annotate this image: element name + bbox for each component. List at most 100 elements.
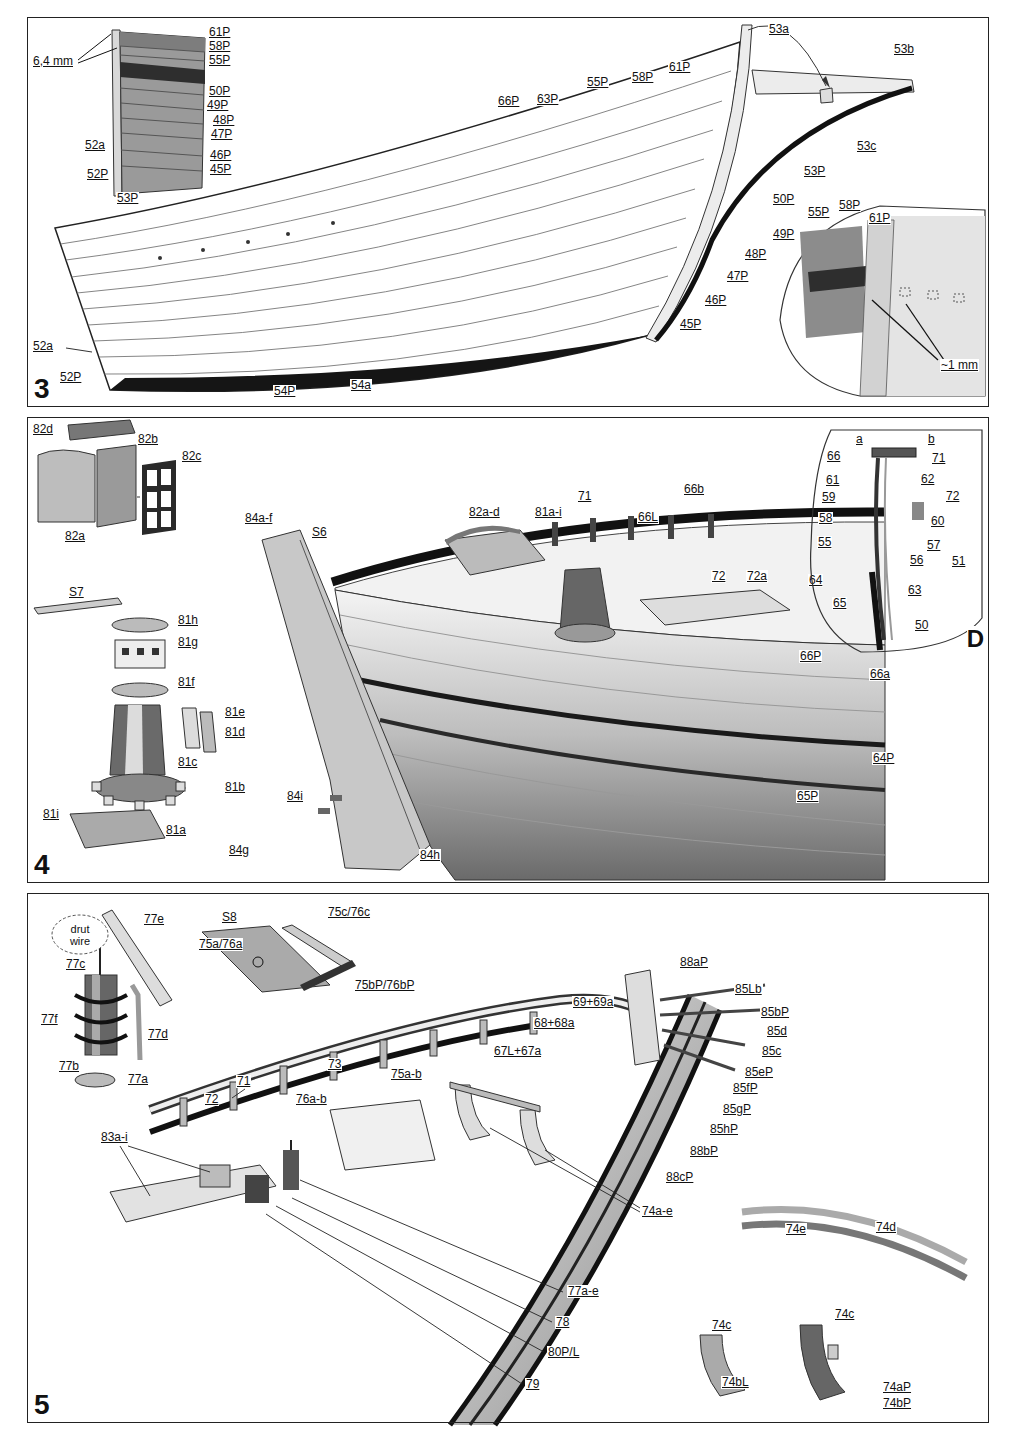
callout-number: 79 [525, 1378, 540, 1391]
callout-number: 55P [586, 76, 609, 89]
callout-number: 85fP [732, 1082, 759, 1095]
callout-number: 84g [228, 844, 250, 857]
callout-number: 58P [631, 71, 654, 84]
channel-parts [202, 925, 356, 992]
callout-number: 46P [704, 294, 727, 307]
callout-number: 74c [834, 1308, 855, 1321]
callout-number: 81f [177, 676, 196, 689]
callout-number: 85hP [709, 1123, 739, 1136]
callout-number: 58 [818, 512, 833, 525]
callout-number: 82b [137, 433, 159, 446]
callout-number: 62 [920, 473, 935, 486]
callout-number: 6,4 mm [32, 55, 74, 68]
callout-number: 74e [785, 1223, 807, 1236]
callout-number: 52a [84, 139, 106, 152]
callout-number: 49P [206, 99, 229, 112]
callout-number: 53b [893, 43, 915, 56]
leader-lines [120, 1089, 640, 1384]
callout-number: 84h [419, 849, 441, 862]
callout-number: 48P [744, 248, 767, 261]
callout-number: 47P [726, 270, 749, 283]
callout-number: 77c [65, 958, 86, 971]
callout-number: 82a [64, 530, 86, 543]
callout-number: 85Lb [734, 983, 763, 996]
callout-number: 48P [212, 114, 235, 127]
bow-perspective [262, 512, 885, 880]
callout-number: 75a-b [390, 1068, 423, 1081]
note-bubble-outline [52, 915, 108, 954]
bow-interior [110, 970, 765, 1425]
callout-number: 77f [40, 1013, 59, 1026]
callout-number: 72 [711, 570, 726, 583]
detail-outline: D [801, 426, 986, 658]
callout-number: 69+69a [572, 996, 614, 1009]
callout-number: 58P [838, 199, 861, 212]
callout-number: ~1 mm [940, 359, 979, 372]
callout-number: 85bP [760, 1006, 790, 1019]
callout-number: 64P [872, 752, 895, 765]
callout-number: 76a-b [295, 1093, 328, 1106]
callout-number: S8 [221, 911, 238, 924]
detail-outline-path [811, 430, 982, 652]
callout-number: 55P [208, 54, 231, 67]
callout-number: 63P [536, 93, 559, 106]
step-number: 3 [34, 374, 50, 404]
callout-number: 74bL [721, 1376, 750, 1389]
callout-number: 75a/76a [198, 938, 243, 951]
callout-number: 53c [856, 140, 877, 153]
callout-number: 52P [59, 371, 82, 384]
callout-number: 74c [711, 1319, 732, 1332]
callout-number: 81c [177, 756, 198, 769]
callout-number: 75c/76c [327, 906, 371, 919]
step-panel: 5drut wire [27, 893, 989, 1423]
callout-number: 66a [869, 668, 891, 681]
callout-number: b [927, 433, 936, 446]
callout-number: 77a [127, 1073, 149, 1086]
callout-number: 52P [86, 168, 109, 181]
callout-number: 71 [236, 1075, 251, 1088]
callout-number: 66P [497, 95, 520, 108]
callout-number: 88aP [679, 956, 709, 969]
callout-number: 50P [208, 85, 231, 98]
callout-number: 81a-i [534, 506, 563, 519]
callout-number: 84a-f [244, 512, 273, 525]
callout-number: 51 [951, 555, 966, 568]
callout-number: 81b [224, 781, 246, 794]
callout-number: 85c [761, 1045, 782, 1058]
callout-number: 81h [177, 614, 199, 627]
plank-strip-detail [78, 30, 205, 196]
callout-number: 61P [208, 26, 231, 39]
callout-number: 53a [768, 23, 790, 36]
callout-number: 74d [875, 1221, 897, 1234]
detail-letter: D [967, 626, 984, 652]
callout-number: 77b [58, 1060, 80, 1073]
callout-number: 57 [926, 539, 941, 552]
callout-number: 88cP [665, 1171, 694, 1184]
callout-number: 74a-e [641, 1205, 674, 1218]
detail-outline-shape [801, 426, 986, 658]
callout-number: 47P [210, 128, 233, 141]
callout-number: 82c [181, 450, 202, 463]
callout-number: 77e [143, 913, 165, 926]
callout-number: 78 [555, 1316, 570, 1329]
callout-number: 82d [32, 423, 54, 436]
callout-number: 67L+67a [493, 1045, 542, 1058]
callout-number: 84i [286, 790, 304, 803]
callout-number: 75bP/76bP [354, 979, 415, 992]
callout-number: 82a-d [468, 506, 501, 519]
callout-number: 73 [327, 1058, 342, 1071]
callout-number: 52a [32, 340, 54, 353]
callout-number: 50 [914, 619, 929, 632]
callout-number: S6 [311, 526, 328, 539]
callout-number: 59 [821, 491, 836, 504]
callout-number: 66b [683, 483, 705, 496]
callout-number: 49P [772, 228, 795, 241]
callout-number: 81i [42, 808, 60, 821]
callout-number: 85d [766, 1025, 788, 1038]
callout-number: 63 [907, 584, 922, 597]
callout-number: 85eP [744, 1066, 774, 1079]
callout-number: 81a [165, 824, 187, 837]
callout-number: 74bP [882, 1397, 912, 1410]
callout-number: 65P [796, 790, 819, 803]
